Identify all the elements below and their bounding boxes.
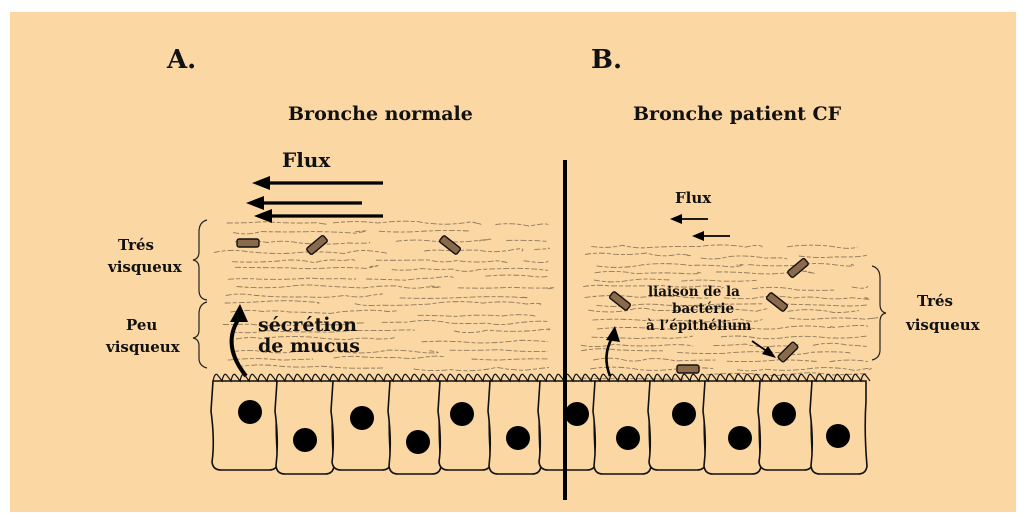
epithelium-cells (211, 381, 867, 474)
cell-nucleus (406, 430, 430, 454)
panel-b-letter: B. (591, 45, 622, 75)
panel-a-secretion-line1: sécrétion (258, 314, 357, 336)
panel-a-secretion-line2: de mucus (258, 335, 360, 357)
panel-b-flux-label: Flux (675, 189, 712, 207)
panel-a-lower-layer-line2: visqueux (105, 338, 181, 356)
panel-b-title: Bronche patient CF (633, 103, 842, 125)
bacterium (677, 365, 699, 373)
epithelial-cell (648, 381, 706, 470)
panel-a-upper-layer-line2: visqueux (107, 258, 183, 276)
epithelial-cell (703, 381, 761, 474)
cell-nucleus (350, 406, 374, 430)
epithelial-cell (275, 381, 334, 474)
panel-a-letter: A. (166, 45, 196, 75)
epithelial-cell (211, 381, 278, 470)
cell-nucleus (672, 402, 696, 426)
panel-b-layer-line2: visqueux (905, 316, 981, 334)
cell-nucleus (506, 426, 530, 450)
panel-a-title: Bronche normale (288, 103, 473, 125)
epithelial-cell (388, 381, 441, 474)
panel-a-flux-label: Flux (282, 148, 331, 172)
cell-nucleus (616, 426, 640, 450)
panel-b-binding-line2: bactérie (672, 301, 734, 317)
epithelial-cell (593, 381, 651, 474)
bacterium (237, 239, 259, 247)
cell-nucleus (565, 402, 589, 426)
cell-nucleus (293, 428, 317, 452)
cell-nucleus (826, 424, 850, 448)
panel-b-binding-line3: à l’épithélium (646, 318, 751, 334)
panel-b-binding-line1: liaison de la (648, 284, 740, 300)
panel-a-upper-layer-line1: Trés (118, 236, 154, 254)
cell-nucleus (772, 402, 796, 426)
panel-b-layer-line1: Trés (917, 292, 953, 310)
cell-nucleus (238, 400, 262, 424)
cell-nucleus (728, 426, 752, 450)
panel-a-lower-layer-line1: Peu (126, 316, 157, 334)
cell-nucleus (450, 402, 474, 426)
